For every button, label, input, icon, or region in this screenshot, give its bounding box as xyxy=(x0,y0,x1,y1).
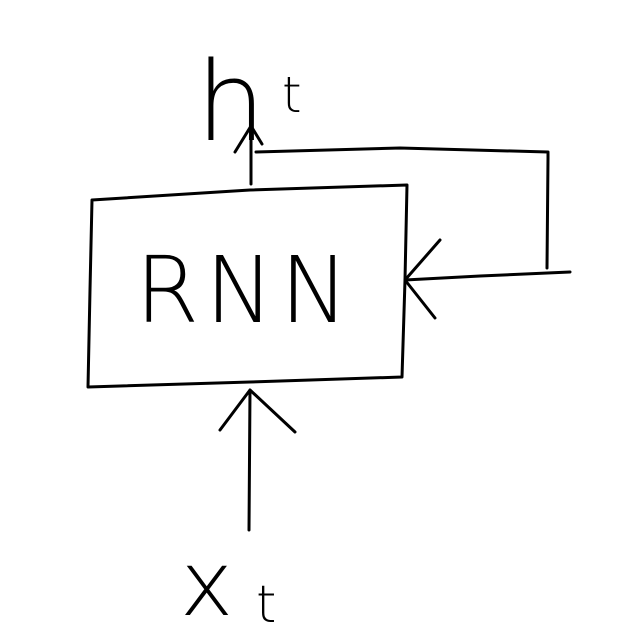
rnn-label: RNN xyxy=(135,237,355,344)
recurrent-arrowhead xyxy=(403,238,442,320)
output-arrow xyxy=(233,124,264,186)
output-label-h: h xyxy=(196,38,266,166)
output-label-subscript: t xyxy=(282,66,302,124)
input-arrow xyxy=(218,388,297,532)
input-label-x: x xyxy=(180,532,233,636)
recurrent-loop xyxy=(254,146,572,282)
input-label-subscript: t xyxy=(256,575,276,635)
rnn-box xyxy=(86,183,409,389)
